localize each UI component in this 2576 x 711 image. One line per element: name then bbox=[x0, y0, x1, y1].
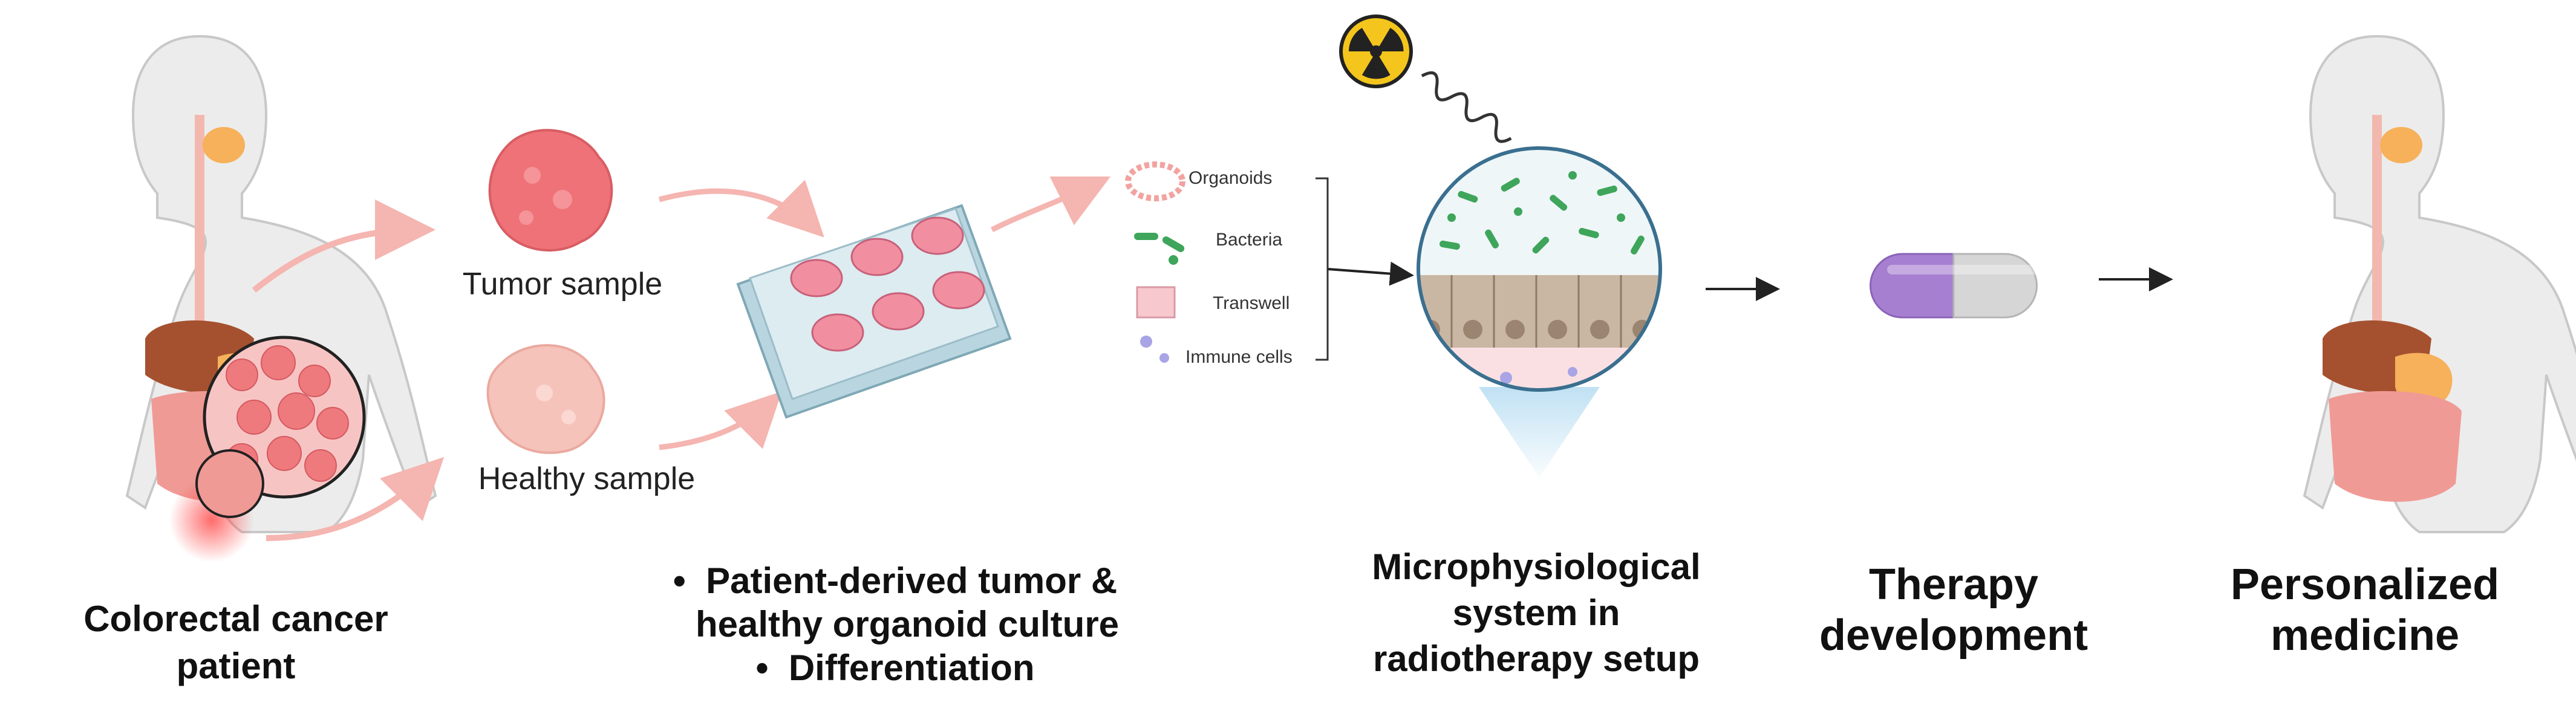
human-body-icon bbox=[2303, 34, 2576, 533]
mps-magnifier-icon bbox=[1417, 146, 1662, 478]
radiation-icon bbox=[1339, 15, 1413, 88]
tumor-sample-icon bbox=[488, 129, 613, 252]
mps-label-line-2: system in bbox=[1452, 592, 1620, 633]
personalized-label-line-1: Personalized bbox=[2230, 560, 2500, 609]
healthy-path-arrow bbox=[266, 456, 445, 541]
patient-label-line-1: Colorectal cancer bbox=[83, 599, 388, 639]
therapy-label-line-2: development bbox=[1819, 611, 2089, 660]
culture-label: • Patient-derived tumor & healthy organo… bbox=[617, 559, 1173, 690]
tumor-path-arrow bbox=[252, 200, 435, 293]
organoid-icon bbox=[1125, 161, 1185, 201]
healthy-to-plate-arrow bbox=[659, 391, 782, 450]
mps-label: Microphysiological system in radiotherap… bbox=[1331, 544, 1742, 682]
culture-bullet-2-text: Differentiation bbox=[788, 648, 1035, 688]
mps-label-line-1: Microphysiological bbox=[1372, 547, 1701, 587]
culture-bullet-1-text-cont: healthy organoid culture bbox=[695, 604, 1120, 644]
tumor-to-plate-arrow bbox=[658, 180, 824, 238]
bullet-icon: • bbox=[673, 560, 706, 601]
healthy-sample-icon bbox=[486, 344, 605, 454]
tumor-zoom-icon bbox=[195, 336, 366, 518]
tumor-sample-label: Tumor sample bbox=[462, 267, 663, 302]
legend-bacteria: Bacteria bbox=[1216, 230, 1283, 250]
well-plate-icon bbox=[736, 204, 1012, 419]
therapy-label: Therapy development bbox=[1796, 559, 2111, 661]
bullet-icon: • bbox=[755, 648, 789, 688]
bacteria-icon bbox=[1134, 233, 1185, 265]
culture-bullet-1-text: Patient-derived tumor & bbox=[706, 560, 1118, 601]
legend-organoids: Organoids bbox=[1189, 168, 1273, 188]
plate-to-mps-arrow bbox=[990, 176, 1111, 233]
culture-bullet-2: • Differentiation bbox=[617, 646, 1173, 690]
therapy-label-line-1: Therapy bbox=[1868, 560, 2039, 609]
radiation-wave-icon bbox=[1421, 71, 1512, 143]
patient-label: Colorectal cancer patient bbox=[48, 596, 423, 690]
transwell-icon bbox=[1136, 286, 1176, 319]
culture-bullet-1: • Patient-derived tumor & bbox=[617, 559, 1173, 603]
patient-label-line-2: patient bbox=[176, 646, 296, 686]
legend-to-mps-arrow bbox=[1327, 261, 1414, 286]
personalized-label-line-2: medicine bbox=[2270, 611, 2460, 660]
capsule-pill-icon bbox=[1870, 253, 2069, 319]
legend-transwell: Transwell bbox=[1213, 293, 1290, 313]
legend-immune-cells: Immune cells bbox=[1185, 347, 1293, 367]
mps-label-line-3: radiotherapy setup bbox=[1372, 638, 1700, 679]
immune-cell-icon bbox=[1140, 336, 1169, 363]
personalized-label: Personalized medicine bbox=[2208, 559, 2522, 661]
healthy-sample-label: Healthy sample bbox=[478, 461, 696, 496]
